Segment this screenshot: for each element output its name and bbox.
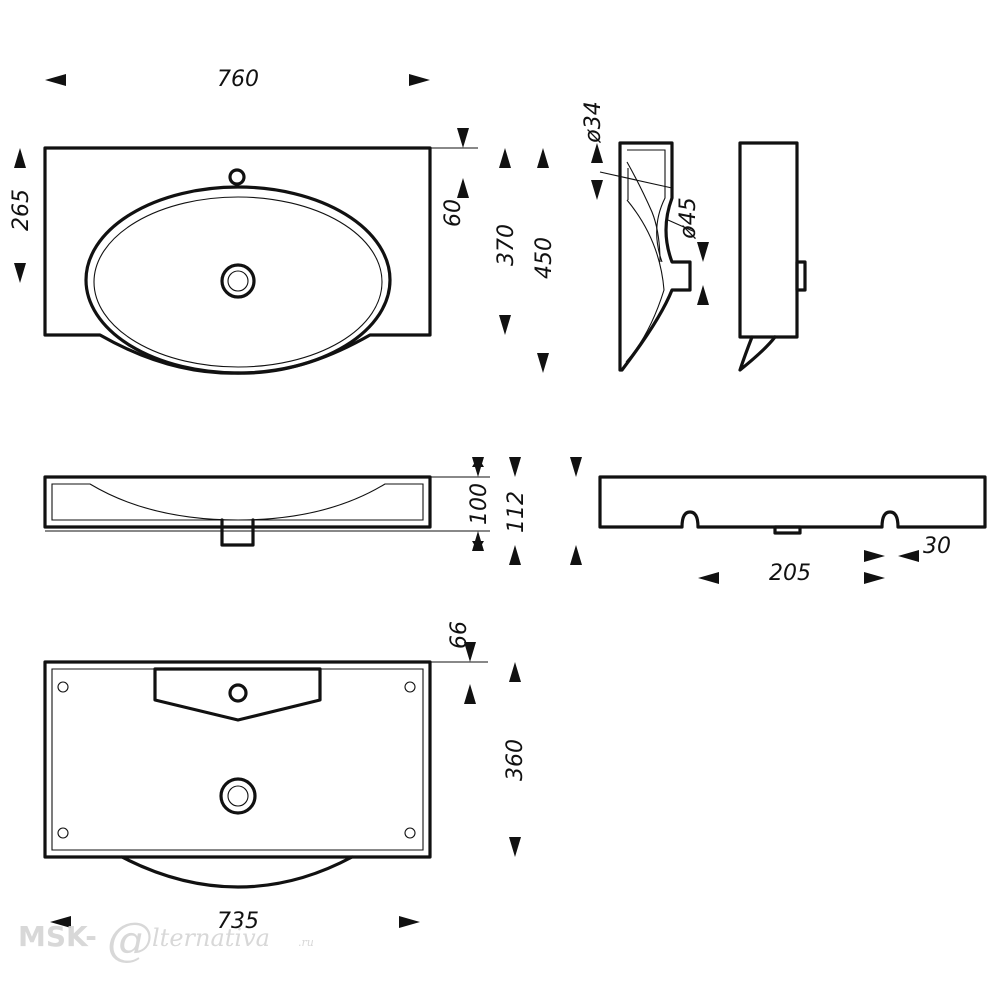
dim-100-label: 100: [467, 483, 492, 525]
dim-735: 735: [50, 909, 420, 934]
dim-205: 205: [698, 561, 885, 586]
dim-30: 30: [864, 534, 951, 562]
rear-view: [598, 475, 987, 535]
dim-66-label: 66: [447, 621, 472, 649]
dim-112-label: 112: [504, 491, 529, 533]
dim-60-label: 60: [441, 199, 466, 227]
dim-370-label: 370: [494, 224, 519, 266]
dim-right-tick: [570, 457, 582, 565]
dim-450-label: 450: [532, 237, 557, 279]
dim-265: 265: [9, 148, 34, 283]
dim-d34-label: ø34: [581, 101, 606, 143]
dim-265-label: 265: [9, 189, 34, 231]
side-section-view: [599, 141, 696, 372]
dim-450: 450: [532, 148, 557, 373]
top-view: [43, 146, 432, 375]
tap-hole: [228, 168, 246, 186]
right-side-view: [738, 141, 807, 372]
dim-360: 360: [503, 662, 528, 857]
dim-66: 66: [430, 621, 488, 704]
dim-205-label: 205: [769, 561, 811, 586]
dim-370: 370: [494, 148, 519, 335]
dim-60: 60: [430, 128, 478, 227]
drain-hole: [220, 263, 256, 299]
bottom-view: [43, 660, 432, 889]
dim-112: 112: [504, 457, 529, 565]
watermark-brand-right: lternativa: [152, 924, 270, 952]
watermark-brand-left: MSK-: [18, 920, 97, 953]
dim-100: 100: [430, 457, 492, 551]
watermark-at-icon: @: [107, 912, 153, 966]
dim-360-label: 360: [503, 739, 528, 781]
dim-d45: ø45: [676, 197, 709, 305]
dim-735-label: 735: [217, 909, 259, 934]
watermark-domain: .ru: [298, 936, 314, 949]
dim-760-label: 760: [217, 67, 259, 92]
front-view: [43, 475, 432, 547]
watermark: MSK- @ lternativa .ru: [18, 912, 314, 966]
dim-d45-label: ø45: [676, 197, 701, 239]
dim-760: 760: [45, 67, 430, 92]
dim-d34: ø34: [581, 101, 606, 200]
dim-30-label: 30: [923, 534, 951, 559]
